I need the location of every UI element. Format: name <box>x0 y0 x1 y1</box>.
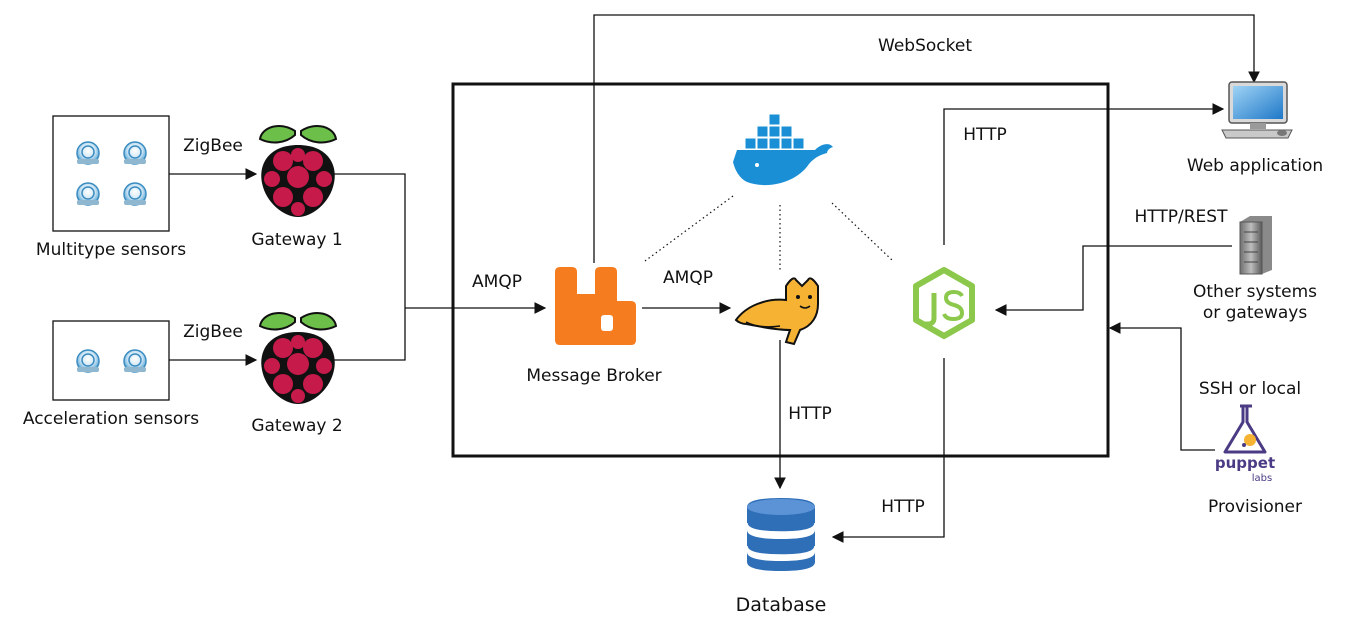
multitype-sensors-label: Multitype sensors <box>36 240 186 260</box>
docker-icon <box>733 113 833 186</box>
sensor-icon <box>76 182 100 206</box>
puppet-wordmark: puppet <box>1215 454 1275 472</box>
edge-websocket <box>593 14 1260 263</box>
docker-link-broker <box>644 195 734 262</box>
sensor-icon <box>76 141 100 165</box>
puppet-labs-logo: puppet labs <box>1215 404 1275 484</box>
edge-rest-node <box>994 245 1232 316</box>
database-node: Database <box>736 498 827 616</box>
sensor-icon <box>123 141 147 165</box>
http-web-label: HTTP <box>963 125 1007 145</box>
computer-icon <box>1221 81 1293 139</box>
message-broker-label: Message Broker <box>526 366 661 386</box>
provisioner-label: Provisioner <box>1208 497 1302 517</box>
multitype-sensors-node: Multitype sensors <box>36 115 186 260</box>
gateway-1-label: Gateway 1 <box>251 230 342 250</box>
sensor-icon <box>76 349 100 373</box>
zigbee-label-1: ZigBee <box>183 136 243 156</box>
message-broker-node: Message Broker <box>526 267 662 386</box>
http-node-db-label: HTTP <box>881 497 925 517</box>
ssh-local-label: SSH or local <box>1199 379 1301 399</box>
gateway-1-node: Gateway 1 <box>251 124 343 250</box>
gateway-2-node: Gateway 2 <box>251 311 343 436</box>
sensor-icon <box>123 182 147 206</box>
raspberry-pi-icon <box>259 311 337 405</box>
other-systems-label-2: or gateways <box>1203 303 1308 323</box>
other-systems-node: Other systems or gateways <box>1193 216 1317 323</box>
edge-node-db <box>831 358 945 543</box>
web-application-label: Web application <box>1187 156 1323 176</box>
acceleration-sensors-label: Acceleration sensors <box>23 409 199 429</box>
server-icon <box>1239 216 1272 275</box>
tomcat-icon <box>734 277 819 346</box>
http-tomcat-db-label: HTTP <box>788 404 832 424</box>
acceleration-sensors-node: Acceleration sensors <box>23 320 199 429</box>
rabbitmq-icon <box>555 267 636 345</box>
database-icon <box>746 498 816 571</box>
docker-link-node <box>831 202 894 262</box>
websocket-label: WebSocket <box>878 36 972 56</box>
zigbee-label-2: ZigBee <box>183 322 243 342</box>
amqp-in-label: AMQP <box>472 272 522 292</box>
database-label: Database <box>736 594 827 616</box>
edge-provision <box>1108 322 1215 451</box>
raspberry-pi-icon <box>259 124 337 218</box>
http-rest-label: HTTP/REST <box>1135 207 1229 227</box>
amqp-out-label: AMQP <box>663 268 713 288</box>
nodejs-icon <box>913 267 975 339</box>
labs-wordmark: labs <box>1252 473 1272 484</box>
edge-node-webapp <box>943 103 1225 245</box>
other-systems-label-1: Other systems <box>1193 282 1317 302</box>
gateway-2-label: Gateway 2 <box>251 416 342 436</box>
provisioner-node: puppet labs Provisioner <box>1208 404 1302 517</box>
edge-gateways-merge <box>334 173 406 361</box>
web-application-node: Web application <box>1187 81 1323 176</box>
sensor-icon <box>123 349 147 373</box>
